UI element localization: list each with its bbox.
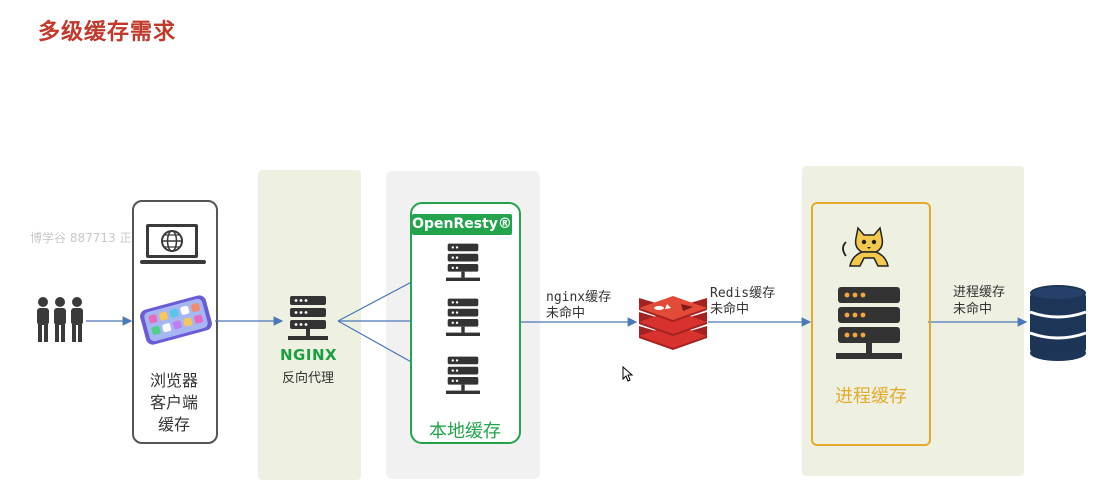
redis-miss-label-line-2: 未命中 <box>710 302 750 317</box>
client-label-line-1: 浏览器 <box>149 371 198 390</box>
users-icon <box>37 297 83 342</box>
phone-icon <box>140 295 212 345</box>
browser-client-label: 浏览器 客户端 缓存 <box>134 370 214 436</box>
redis-miss-label-line-1: Redis缓存 <box>710 286 776 301</box>
process-miss-label-line-2: 未命中 <box>953 302 993 317</box>
process-cache-box <box>811 202 931 446</box>
page-title: 多级缓存需求 <box>38 20 177 45</box>
database-icon <box>1029 285 1087 361</box>
nginx-logo: NGINX <box>280 346 338 364</box>
process-server-icon <box>836 287 902 359</box>
tomcat-icon <box>842 226 889 267</box>
nginx-miss-label-line-1: nginx缓存 <box>546 290 612 305</box>
redis-icon <box>639 296 707 350</box>
client-label-line-2: 客户端 <box>149 393 198 412</box>
local-server-2-icon <box>446 298 480 336</box>
process-cache-label: 进程缓存 <box>835 386 907 407</box>
nginx-label: 反向代理 <box>282 371 335 386</box>
nginx-miss-label-line-2: 未命中 <box>546 306 586 321</box>
monitor-icon <box>140 224 206 264</box>
cursor-icon <box>622 365 634 382</box>
client-label-line-3: 缓存 <box>157 415 190 434</box>
process-miss-label-line-1: 进程缓存 <box>953 285 1006 300</box>
nginx-server-icon <box>288 296 328 340</box>
local-server-3-icon <box>446 356 480 394</box>
openresty-logo: OpenResty® <box>412 214 512 235</box>
local-cache-label: 本地缓存 <box>429 421 501 442</box>
local-server-1-icon <box>446 243 480 281</box>
